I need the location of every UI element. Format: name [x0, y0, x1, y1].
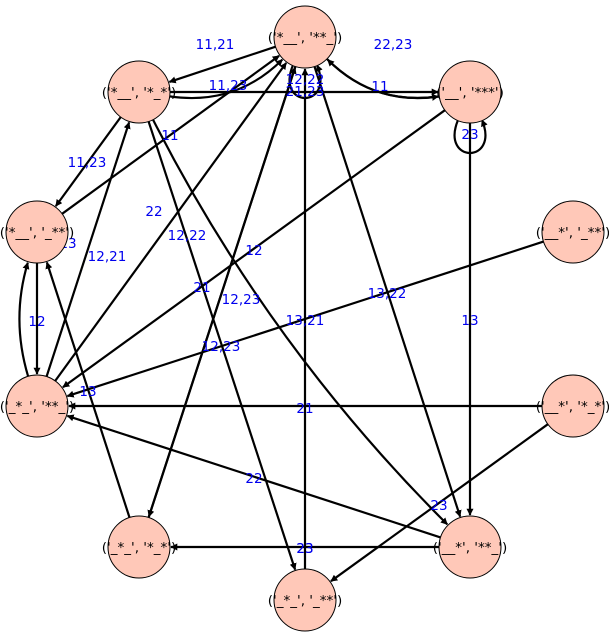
node-label: ('__*', '**_') [433, 540, 507, 556]
edge-label: 22,23 [374, 37, 413, 53]
edge-n7-n9 [45, 121, 131, 377]
node-circle [541, 200, 605, 264]
edge-n4-n7 [66, 414, 441, 539]
node-circle [107, 60, 171, 124]
node-circle [5, 200, 69, 264]
edge-label: 12,21 [88, 249, 127, 265]
edge-label: 11,23 [68, 155, 107, 171]
node-n1: ('__', '***') [436, 60, 504, 124]
edge-label: 13 [461, 313, 478, 329]
edge-label: 23 [430, 498, 447, 514]
node-n3: ('__*', '*_*') [536, 374, 609, 438]
edge-label: 12 [28, 314, 45, 330]
node-label: ('*__', '**_') [268, 30, 342, 46]
edge-label: 11 [161, 128, 178, 144]
edge-label: 11,23 [209, 78, 248, 94]
node-circle [273, 5, 337, 69]
edge-label: 22 [145, 204, 162, 220]
edge-label: 22 [245, 471, 262, 487]
edge-n7-n8 [18, 262, 30, 377]
edges [18, 45, 549, 583]
edge-label: 23 [461, 127, 478, 143]
node-label: ('__*', '_**') [536, 225, 609, 241]
node-circle [273, 568, 337, 632]
edge-label: 12,22 [168, 228, 207, 244]
edge-label: 13 [79, 384, 96, 400]
edge-label: 11 [371, 79, 388, 95]
edge-label: 21 [193, 280, 210, 296]
edge-n9-n8 [54, 116, 122, 207]
edge-n0-n6 [147, 66, 297, 518]
edge-n6-n8 [45, 261, 131, 518]
node-n0: ('*__', '**_') [268, 5, 342, 69]
edge-label: 23 [296, 541, 313, 557]
edge-label: 12,23 [202, 339, 241, 355]
edge-n1-n7 [62, 109, 446, 389]
edge-n3-n5 [330, 423, 549, 583]
node-n4: ('__*', '**_') [433, 515, 507, 579]
edge-label: 13,21 [286, 313, 325, 329]
node-label: ('*__', '*_*') [102, 85, 176, 101]
node-n5: ('_*_', '_**') [268, 568, 342, 632]
node-circle [438, 515, 502, 579]
node-circle [438, 60, 502, 124]
node-n8: ('*__', '_**') [0, 200, 74, 264]
node-circle [107, 515, 171, 579]
edge-label: 11,21 [196, 37, 235, 53]
node-label: ('__*', '*_*') [536, 399, 609, 415]
node-label: ('_*_', '_**') [268, 593, 342, 609]
node-n2: ('__*', '_**') [536, 200, 609, 264]
node-n7: ('_*_', '**_') [0, 374, 74, 438]
node-label: ('__', '***') [436, 85, 504, 101]
edge-n8-n0 [61, 54, 280, 215]
edge-label: 12,23 [222, 292, 261, 308]
edge-label: 12 [245, 243, 262, 259]
node-circle [5, 374, 69, 438]
edge-n0-n9 [168, 45, 276, 84]
node-n6: ('_*_', '*_*') [102, 515, 176, 579]
node-circle [541, 374, 605, 438]
node-label: ('*__', '_**') [0, 225, 74, 241]
node-n9: ('*__', '*_*') [102, 60, 176, 124]
edge-n7-n0 [54, 62, 288, 382]
edge-label: 21 [296, 401, 313, 417]
edge-label: 21,23 [286, 84, 325, 100]
edge-n9-n4 [152, 119, 449, 526]
edge-label: 12,22 [286, 72, 325, 88]
node-label: ('_*_', '**_') [0, 399, 74, 415]
nodes: ('*__', '**_') ('__', '***') ('__*', '_**'… [0, 5, 609, 632]
edge-label: 13,22 [368, 286, 407, 302]
node-label: ('_*_', '*_*') [102, 540, 176, 556]
edge-label: 23 [296, 541, 313, 557]
